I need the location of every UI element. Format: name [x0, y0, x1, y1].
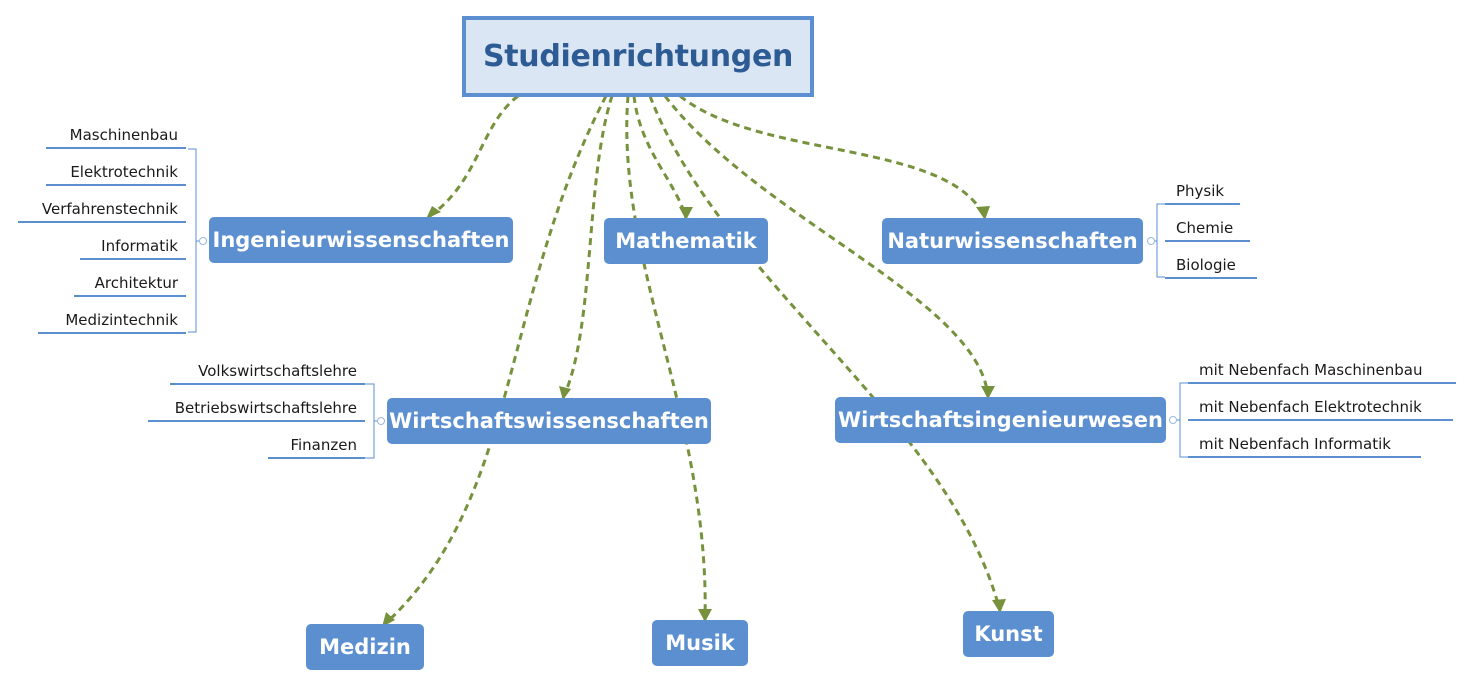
root-node-label: Studienrichtungen: [482, 39, 794, 74]
collapse-handle-wirtschaft: [377, 417, 385, 425]
subitem-chemie[interactable]: Chemie: [1165, 213, 1250, 242]
connector-natur: [679, 94, 987, 219]
subitem-betriebswirtschaftslehre[interactable]: Betriebswirtschaftslehre: [148, 393, 365, 422]
subitem-nebenfach-elektrotechnik[interactable]: mit Nebenfach Elektrotechnik: [1188, 392, 1453, 421]
category-medizin[interactable]: Medizin: [306, 624, 424, 670]
subitem-informatik[interactable]: Informatik: [80, 231, 186, 260]
connector-kunst: [648, 95, 1002, 612]
category-naturwissenschaften[interactable]: Naturwissenschaften: [882, 218, 1143, 264]
subitem-biologie[interactable]: Biologie: [1165, 250, 1257, 279]
category-mathematik[interactable]: Mathematik: [604, 218, 768, 264]
category-ingenieurwissenschaften[interactable]: Ingenieurwissenschaften: [209, 217, 513, 263]
subitem-finanzen[interactable]: Finanzen: [268, 430, 365, 459]
subitem-elektrotechnik[interactable]: Elektrotechnik: [46, 157, 186, 186]
subitem-medizintechnik[interactable]: Medizintechnik: [38, 305, 186, 334]
subitem-volkswirtschaftslehre[interactable]: Volkswirtschaftslehre: [170, 356, 365, 385]
connector-mathematik: [632, 95, 688, 219]
collapse-handle-natur: [1147, 237, 1155, 245]
collapse-handle-ingenieur: [199, 237, 207, 245]
category-wirtschaftswissenschaften[interactable]: Wirtschaftswissenschaften: [387, 398, 711, 444]
subitem-maschinenbau[interactable]: Maschinenbau: [46, 120, 186, 149]
subitem-physik[interactable]: Physik: [1165, 176, 1240, 205]
connector-ingenieur: [429, 94, 519, 218]
bracket-natur: [1149, 203, 1165, 278]
subitem-nebenfach-informatik[interactable]: mit Nebenfach Informatik: [1188, 429, 1421, 458]
category-wirtschaftsingenieurwesen[interactable]: Wirtschaftsingenieurwesen: [835, 397, 1166, 443]
bracket-wirtschaftsing: [1170, 382, 1188, 458]
subitem-verfahrenstechnik[interactable]: Verfahrenstechnik: [18, 194, 186, 223]
subitem-nebenfach-maschinenbau[interactable]: mit Nebenfach Maschinenbau: [1188, 355, 1456, 384]
bracket-wirtschaft: [365, 383, 384, 459]
bracket-ingenieur: [188, 148, 206, 333]
root-node[interactable]: Studienrichtungen: [462, 16, 814, 97]
category-musik[interactable]: Musik: [652, 620, 748, 666]
category-kunst[interactable]: Kunst: [963, 611, 1054, 657]
collapse-handle-wirtschaftsing: [1169, 416, 1177, 424]
subitem-architektur[interactable]: Architektur: [74, 268, 186, 297]
connector-musik: [625, 95, 707, 621]
connector-medizin: [383, 95, 608, 626]
